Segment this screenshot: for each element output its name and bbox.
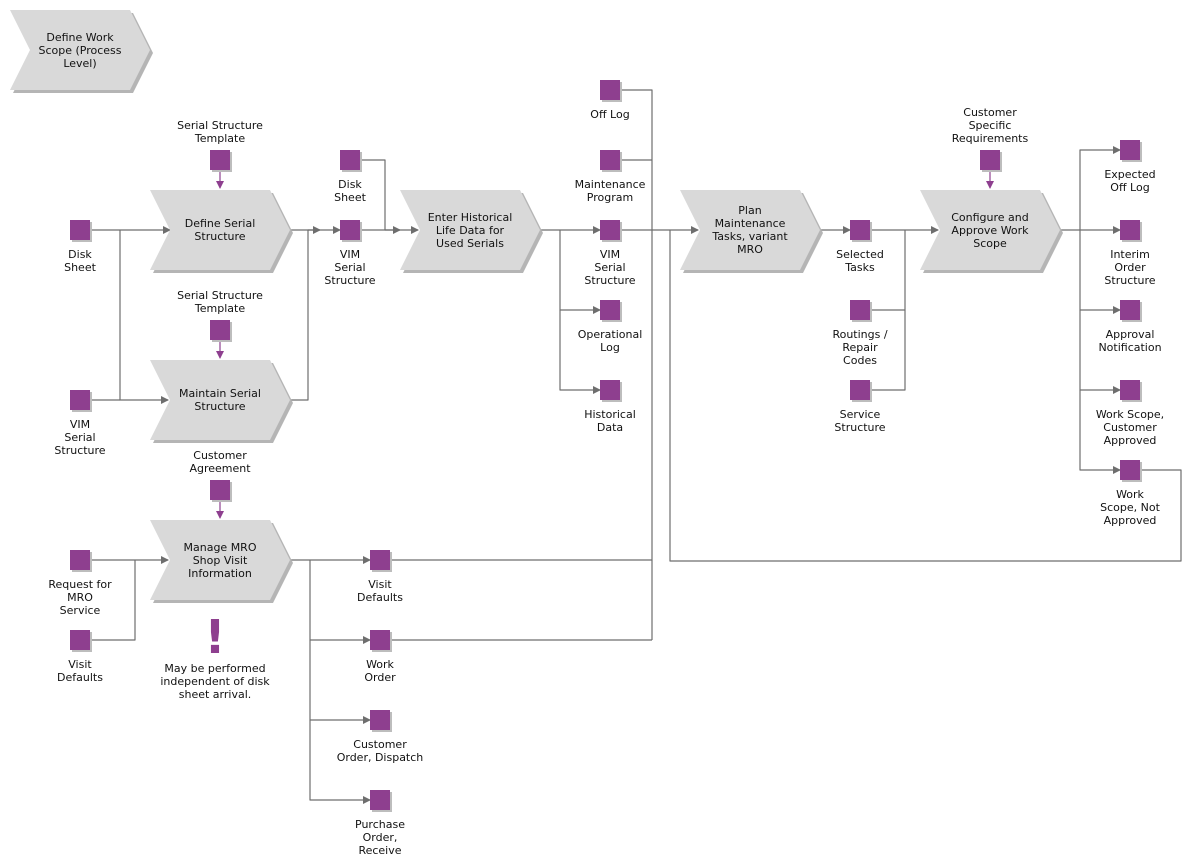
info-maintenance-program-label: Maintenance Program (574, 178, 646, 204)
connector-9 (360, 159, 419, 234)
info-serial-structure-template-1-label: Serial Structure Template (177, 119, 263, 145)
process-configure-approve-work-scope-label: Configure and Approve Work Scope (951, 210, 1029, 250)
info-vim-serial-structure-2-icon[interactable] (340, 220, 360, 240)
info-work-order-label: Work Order (364, 658, 396, 684)
info-request-for-mro-service-label: Request for MRO Service (48, 578, 112, 617)
info-interim-order-structure-icon[interactable] (1120, 220, 1140, 240)
info-serial-structure-template-2-icon[interactable] (210, 320, 230, 340)
info-expected-off-log-icon[interactable] (1120, 140, 1140, 160)
info-work-scope-customer-approved-icon[interactable] (1120, 380, 1140, 400)
connector-25 (669, 230, 1182, 562)
info-selected-tasks-label: Selected Tasks (836, 248, 884, 274)
info-operational-log-icon[interactable] (600, 300, 620, 320)
connector-19 (309, 720, 371, 804)
process-maintain-serial-structure-shape[interactable] (150, 360, 290, 440)
info-approval-notification-icon[interactable] (1120, 300, 1140, 320)
info-disk-sheet-2-label: Disk Sheet (334, 178, 366, 204)
info-visit-defaults-2-icon[interactable] (370, 550, 390, 570)
info-serial-structure-template-2-label: Serial Structure Template (177, 289, 263, 315)
connector-32 (1079, 146, 1121, 230)
info-visit-defaults-1-icon[interactable] (70, 630, 90, 650)
info-disk-sheet-1-label: Disk Sheet (64, 248, 96, 274)
info-vim-serial-structure-2-label: VIM Serial Structure (324, 248, 376, 287)
process-manage-mro-shop-visit-label: Manage MRO Shop Visit Information (183, 540, 257, 580)
info-customer-agreement-icon[interactable] (210, 480, 230, 500)
info-customer-agreement-label: Customer Agreement (189, 449, 251, 475)
info-disk-sheet-2-icon[interactable] (340, 150, 360, 170)
info-disk-sheet-1-icon[interactable] (70, 220, 90, 240)
info-off-log-label: Off Log (590, 108, 630, 121)
info-request-for-mro-service-icon[interactable] (70, 550, 90, 570)
connector-20 (390, 89, 653, 561)
info-vim-serial-structure-3-icon[interactable] (600, 220, 620, 240)
info-approval-notification-label: Approval Notification (1098, 328, 1162, 354)
info-service-structure-icon[interactable] (850, 380, 870, 400)
process-enter-historical-life-data-label: Enter Historical Life Data for Used Seri… (427, 210, 513, 250)
info-maintenance-program-icon[interactable] (600, 150, 620, 170)
info-selected-tasks-icon[interactable] (850, 220, 870, 240)
process-plan-maintenance-tasks-label: Plan Maintenance Tasks, variant MRO (712, 204, 788, 256)
info-work-order-icon[interactable] (370, 630, 390, 650)
info-service-structure-label: Service Structure (834, 408, 886, 434)
process-maintain-serial-structure-label: Maintain Serial Structure (179, 387, 261, 413)
info-work-scope-not-approved-label: Work Scope, Not Approved (1100, 488, 1160, 527)
shapes-layer (10, 10, 1142, 812)
info-purchase-order-receive-icon[interactable] (370, 790, 390, 810)
info-visit-defaults-1-label: Visit Defaults (57, 658, 103, 684)
connector-29 (870, 310, 906, 391)
info-vim-serial-structure-3-label: VIM Serial Structure (584, 248, 636, 287)
header-process-label: Define Work Scope (Process Level) (38, 30, 122, 70)
process-enter-historical-life-data-shape[interactable] (400, 190, 540, 270)
info-visit-defaults-2-label: Visit Defaults (357, 578, 403, 604)
process-define-serial-structure-label: Define Serial Structure (184, 217, 256, 243)
connector-35 (1079, 390, 1121, 474)
info-purchase-order-receive-label: Purchase Order, Receive (355, 818, 405, 857)
info-vim-serial-structure-1-icon[interactable] (70, 390, 90, 410)
connector-13 (559, 310, 601, 394)
connector-15 (90, 560, 136, 641)
header-process-shape[interactable] (10, 10, 150, 90)
info-interim-order-structure-label: Interim Order Structure (1104, 248, 1156, 287)
info-historical-data-label: Historical Data (584, 408, 636, 434)
process-configure-approve-work-scope-shape[interactable] (920, 190, 1060, 270)
info-off-log-icon[interactable] (600, 80, 620, 100)
info-routings-repair-codes-label: Routings / Repair Codes (832, 328, 888, 367)
connectors-layer (90, 89, 1182, 804)
info-vim-serial-structure-1-label: VIM Serial Structure (54, 418, 106, 457)
info-customer-specific-requirements-icon[interactable] (980, 150, 1000, 170)
info-customer-order-dispatch-icon[interactable] (370, 710, 390, 730)
note-text: May be performed independent of disk she… (160, 662, 270, 701)
info-customer-order-dispatch-label: Customer Order, Dispatch (336, 738, 424, 764)
process-define-serial-structure-shape[interactable] (150, 190, 290, 270)
info-expected-off-log-label: Expected Off Log (1104, 168, 1156, 194)
process-manage-mro-shop-visit-shape[interactable] (150, 520, 290, 600)
info-work-scope-customer-approved-label: Work Scope, Customer Approved (1095, 408, 1165, 447)
info-customer-specific-requirements-label: Customer Specific Requirements (951, 106, 1029, 145)
info-operational-log-label: Operational Log (577, 328, 643, 354)
info-work-scope-not-approved-icon[interactable] (1120, 460, 1140, 480)
process-plan-maintenance-tasks-shape[interactable] (680, 190, 820, 270)
warning-icon: ! (204, 610, 226, 664)
connector-8 (290, 226, 321, 401)
info-historical-data-icon[interactable] (600, 380, 620, 400)
info-serial-structure-template-1-icon[interactable] (210, 150, 230, 170)
info-routings-repair-codes-icon[interactable] (850, 300, 870, 320)
